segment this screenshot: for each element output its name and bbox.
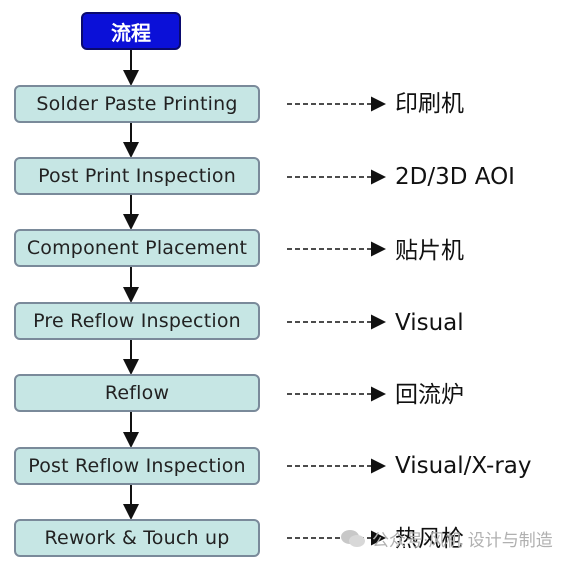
step-post-print-inspection: Post Print Inspection [14, 157, 260, 195]
step-reflow: Reflow [14, 374, 260, 412]
step-solder-paste-printing: Solder Paste Printing [14, 85, 260, 123]
target-label-visual-xray: Visual/X-ray [395, 453, 532, 479]
process-header: 流程 [81, 12, 181, 50]
target-label-printer: 印刷机 [395, 91, 464, 117]
watermark-text: 公众号·风机 设计与制造 [372, 531, 553, 551]
target-label-aoi: 2D/3D AOI [395, 164, 515, 190]
target-label-reflow-oven: 回流炉 [395, 382, 464, 408]
step-pre-reflow-inspection: Pre Reflow Inspection [14, 302, 260, 340]
step-post-reflow-inspection: Post Reflow Inspection [14, 447, 260, 485]
target-label-placement-machine: 贴片机 [395, 238, 464, 264]
step-rework-touch-up: Rework & Touch up [14, 519, 260, 557]
wechat-icon [340, 528, 366, 550]
watermark: 公众号·风机 设计与制造 [340, 526, 553, 551]
target-label-visual: Visual [395, 310, 464, 336]
step-component-placement: Component Placement [14, 229, 260, 267]
target-label-hot-air-gun: 热风枪 [395, 526, 464, 552]
